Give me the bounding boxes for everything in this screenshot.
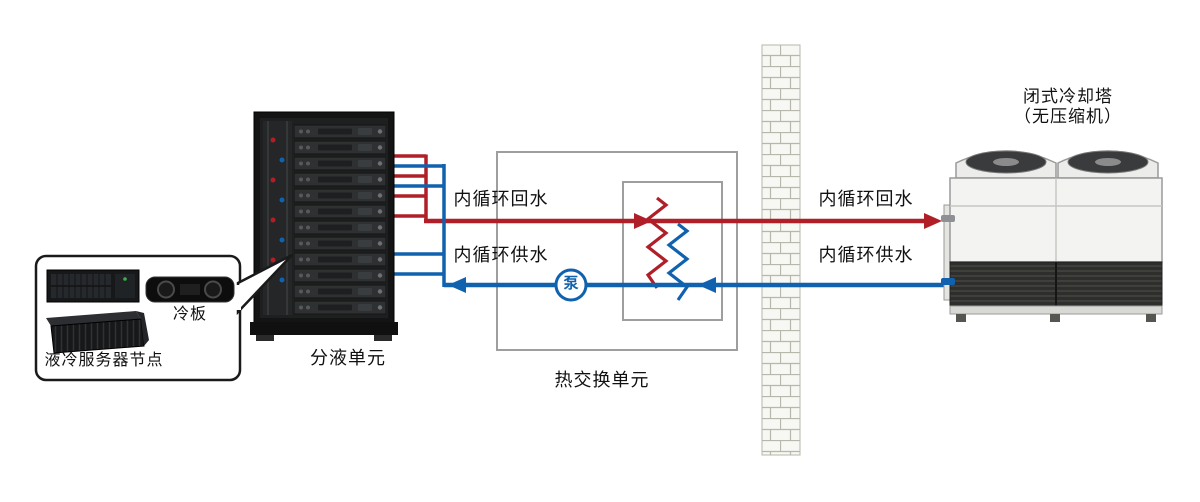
heat-exchange-unit-box: [496, 151, 738, 351]
return-flow-arrows: [634, 213, 942, 229]
return-pipe: [382, 154, 928, 289]
server-front-image: [46, 269, 140, 303]
server-3d-image: [46, 311, 149, 354]
label-heat-exchange-unit: 热交换单元: [554, 370, 650, 390]
label-distribution-unit: 分液单元: [310, 348, 386, 368]
label-cooling-tower-line1: 闭式冷却塔: [1023, 87, 1113, 106]
wall: [761, 44, 801, 456]
label-server-node: 液冷服务器节点: [44, 352, 164, 369]
label-cooling-tower-line2: （无压缩机）: [1014, 107, 1122, 126]
label-inner-loop-supply-right: 内循环供水: [818, 245, 914, 265]
label-inner-loop-return-left: 内循环回水: [453, 189, 549, 209]
supply-pipe: [382, 164, 946, 301]
callout-bubble: [34, 253, 293, 382]
supply-flow-arrows: [448, 277, 716, 293]
label-inner-loop-supply-left: 内循环供水: [453, 245, 549, 265]
cooling-tower-image: [941, 150, 1163, 322]
arrow-right-icon: [634, 213, 652, 229]
arrow-left-icon: [448, 277, 466, 293]
heat-exchanger-hot-coil: [645, 196, 669, 289]
label-cold-plate: 冷板: [172, 306, 208, 323]
label-pump: 泵: [563, 275, 579, 292]
pump-icon: [554, 268, 588, 302]
cold-plate-image: [145, 276, 235, 303]
arrow-left-icon: [698, 277, 716, 293]
label-inner-loop-return-right: 内循环回水: [818, 189, 914, 209]
heat-exchanger-cold-coil: [666, 222, 690, 301]
server-rack-image: [250, 111, 398, 341]
arrow-right-icon: [924, 213, 942, 229]
